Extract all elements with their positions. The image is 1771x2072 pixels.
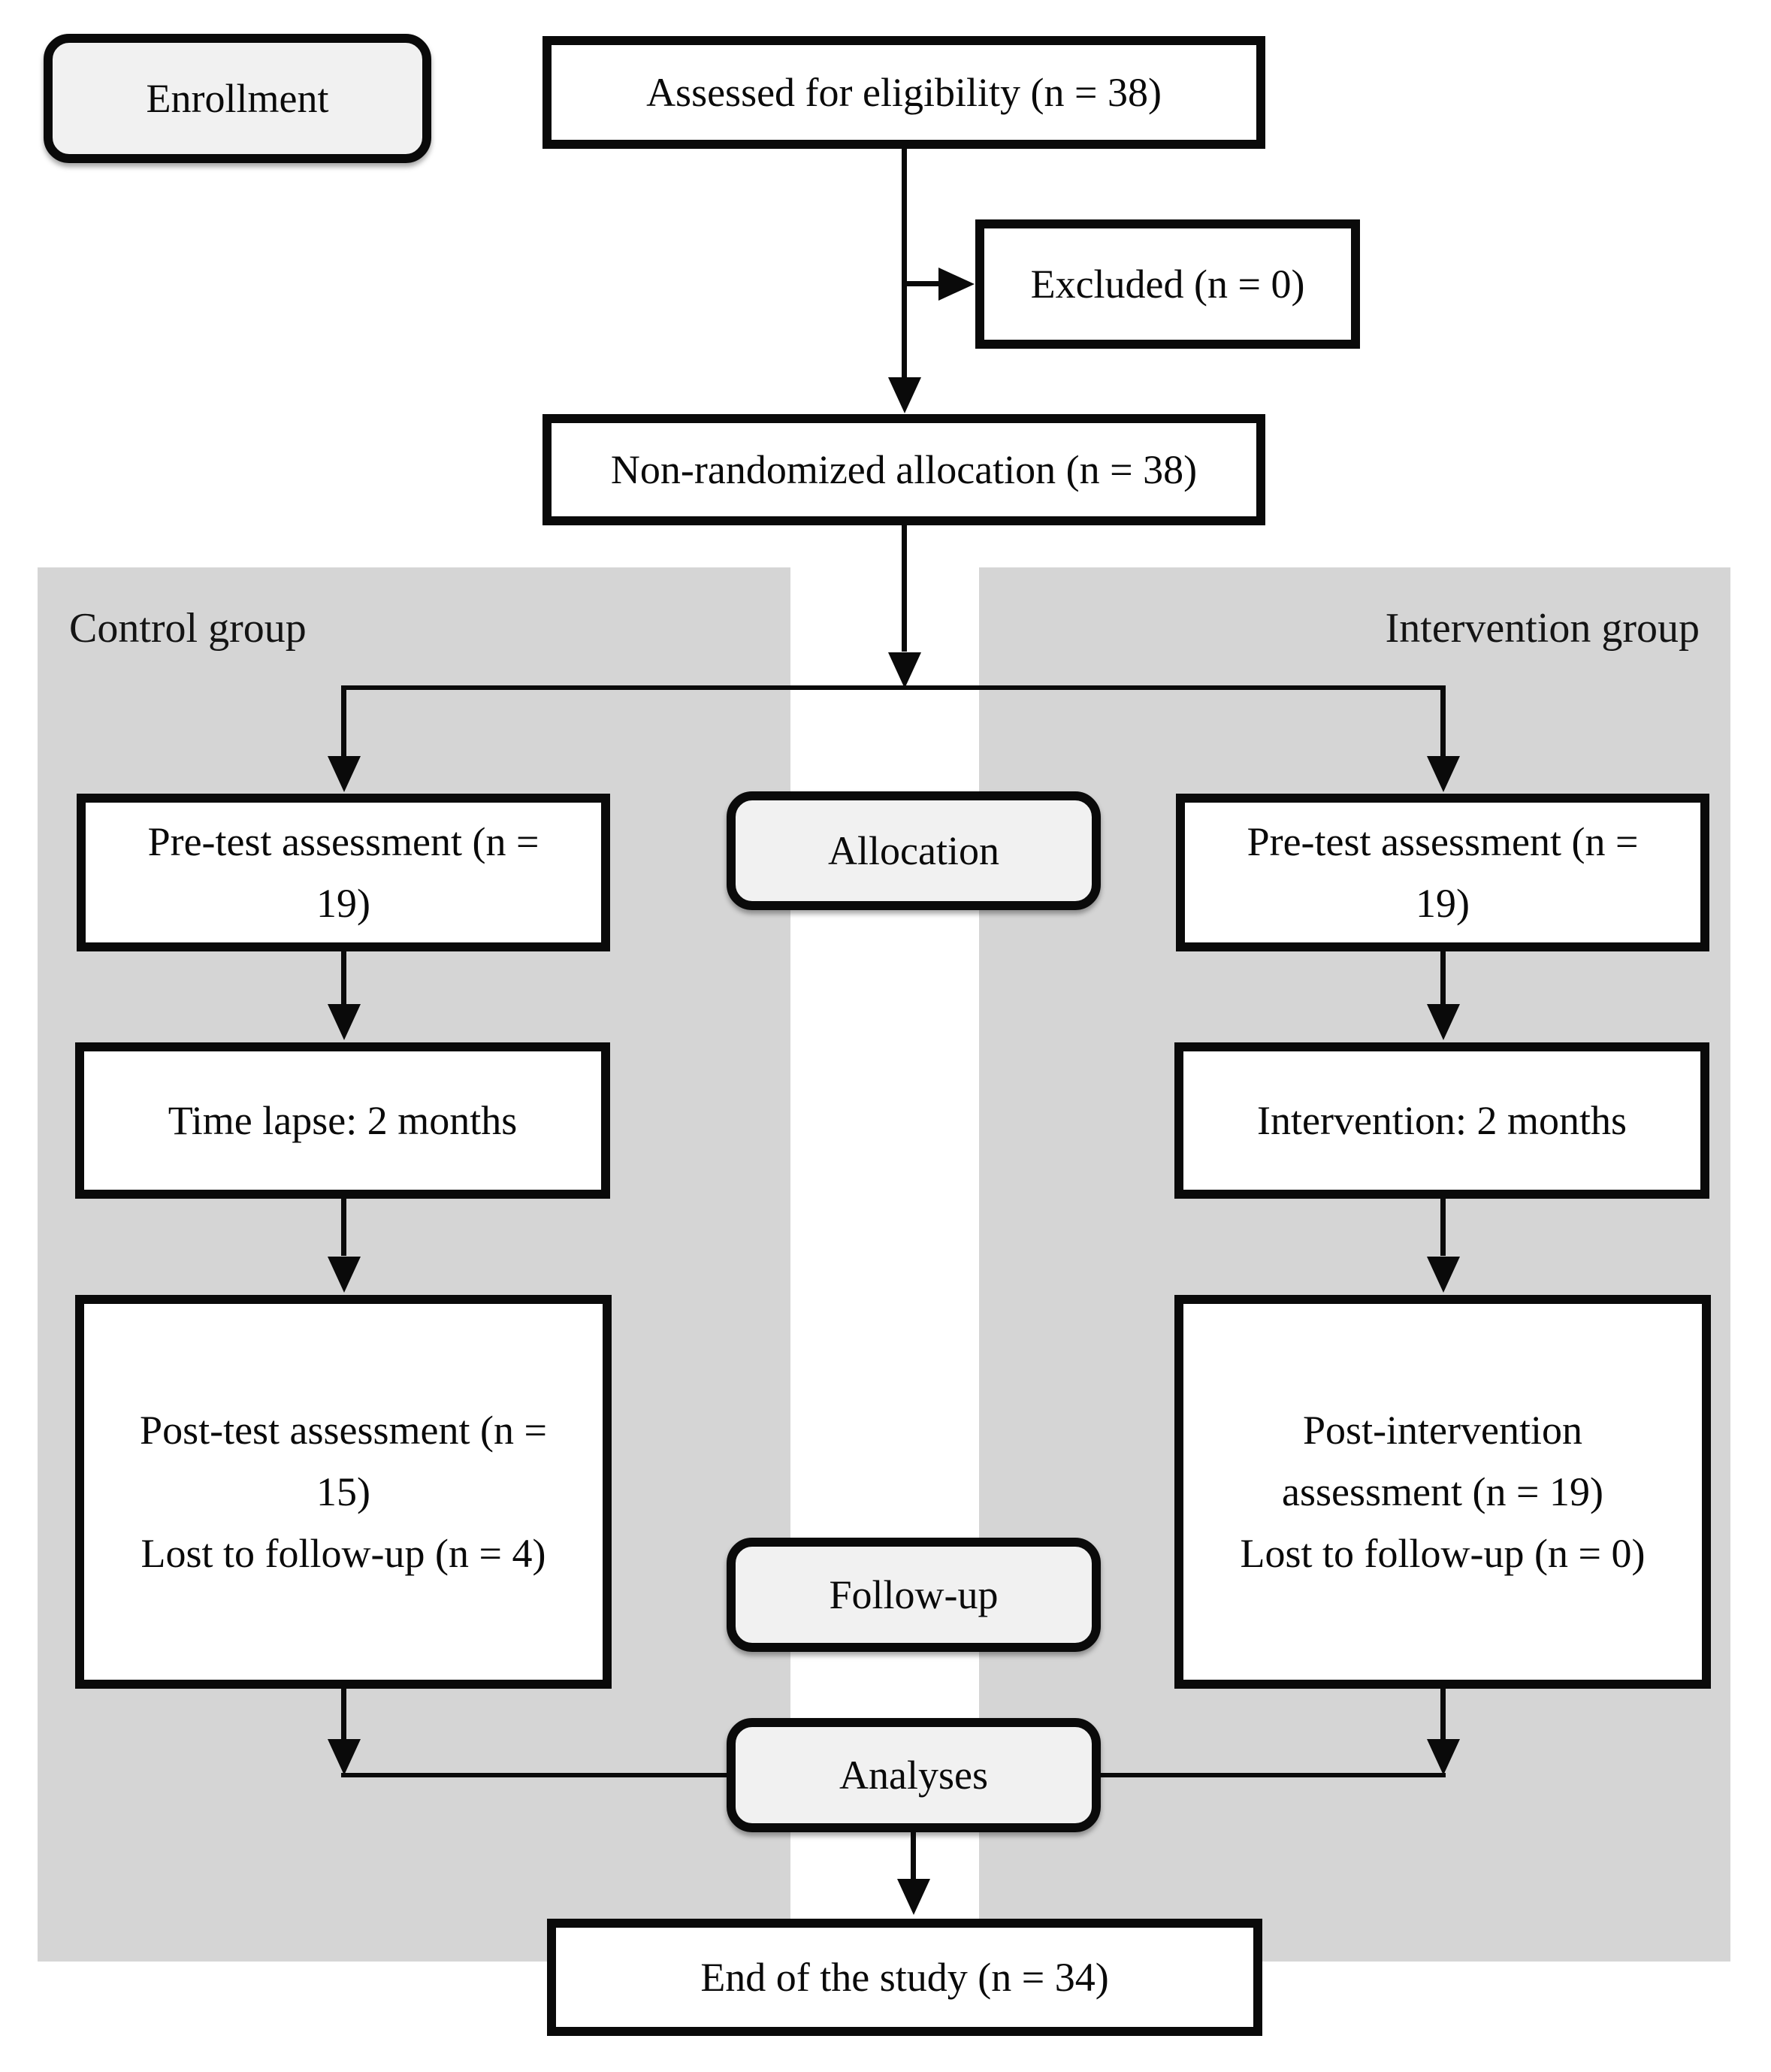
time-lapse-box: Time lapse: 2 months (75, 1042, 610, 1199)
arrowhead-into-intervention-period (1427, 1004, 1460, 1040)
arrow-line-intervention-down (1440, 1199, 1446, 1256)
arrowhead-intervention-to-analyses (1427, 1739, 1460, 1775)
non-randomized-allocation-box: Non-randomized allocation (n = 38) (542, 414, 1265, 525)
arrowhead-control-to-analyses (328, 1739, 361, 1775)
arrow-line-analyses-down (911, 1832, 916, 1879)
arrow-line-allocation-split (902, 525, 907, 652)
arrowhead-into-time-lapse (328, 1004, 361, 1040)
follow-up-stage-box: Follow-up (727, 1538, 1101, 1652)
intervention-group-label: Intervention group (1385, 605, 1700, 652)
arrow-line-posttest-control-down (341, 1689, 346, 1740)
connector-intervention-to-analyses (1099, 1773, 1446, 1777)
arrow-line-assessed-to-allocation (902, 149, 907, 377)
arrow-line-time-lapse-down (341, 1199, 346, 1256)
control-group-panel (38, 567, 790, 1962)
enrollment-stage-box: Enrollment (44, 34, 431, 163)
split-line (341, 685, 1446, 690)
arrowhead-into-post-intervention (1427, 1257, 1460, 1293)
branch-line-to-excluded (904, 281, 943, 286)
post-intervention-box: Post-intervention assessment (n = 19) Lo… (1174, 1295, 1711, 1689)
arrowhead-into-excluded (938, 268, 975, 301)
excluded-box: Excluded (n = 0) (975, 219, 1360, 349)
arrowhead-into-end-of-study (897, 1879, 930, 1915)
control-group-label: Control group (69, 605, 307, 652)
pretest-intervention-box: Pre-test assessment (n = 19) (1176, 794, 1709, 951)
allocation-stage-box: Allocation (727, 791, 1101, 910)
arrowhead-into-pretest-control (328, 756, 361, 792)
assessed-eligibility-box: Assessed for eligibility (n = 38) (542, 36, 1265, 149)
arrowhead-into-pretest-intervention (1427, 756, 1460, 792)
intervention-period-box: Intervention: 2 months (1174, 1042, 1709, 1199)
arrow-line-post-intervention-down (1440, 1689, 1446, 1740)
end-of-study-box: End of the study (n = 34) (547, 1919, 1262, 2036)
drop-line-intervention (1440, 685, 1446, 758)
arrowhead-into-non-randomized (888, 377, 921, 413)
analyses-stage-box: Analyses (727, 1718, 1101, 1832)
arrowhead-into-posttest-control (328, 1257, 361, 1293)
pretest-control-box: Pre-test assessment (n = 19) (77, 794, 610, 951)
posttest-control-box: Post-test assessment (n = 15) Lost to fo… (75, 1295, 612, 1689)
connector-control-to-analyses (341, 1773, 728, 1777)
arrow-line-pretest-intervention-down (1440, 951, 1446, 1004)
arrow-line-pretest-control-down (341, 951, 346, 1004)
arrowhead-onto-split-line (888, 652, 921, 688)
drop-line-control (341, 685, 346, 758)
